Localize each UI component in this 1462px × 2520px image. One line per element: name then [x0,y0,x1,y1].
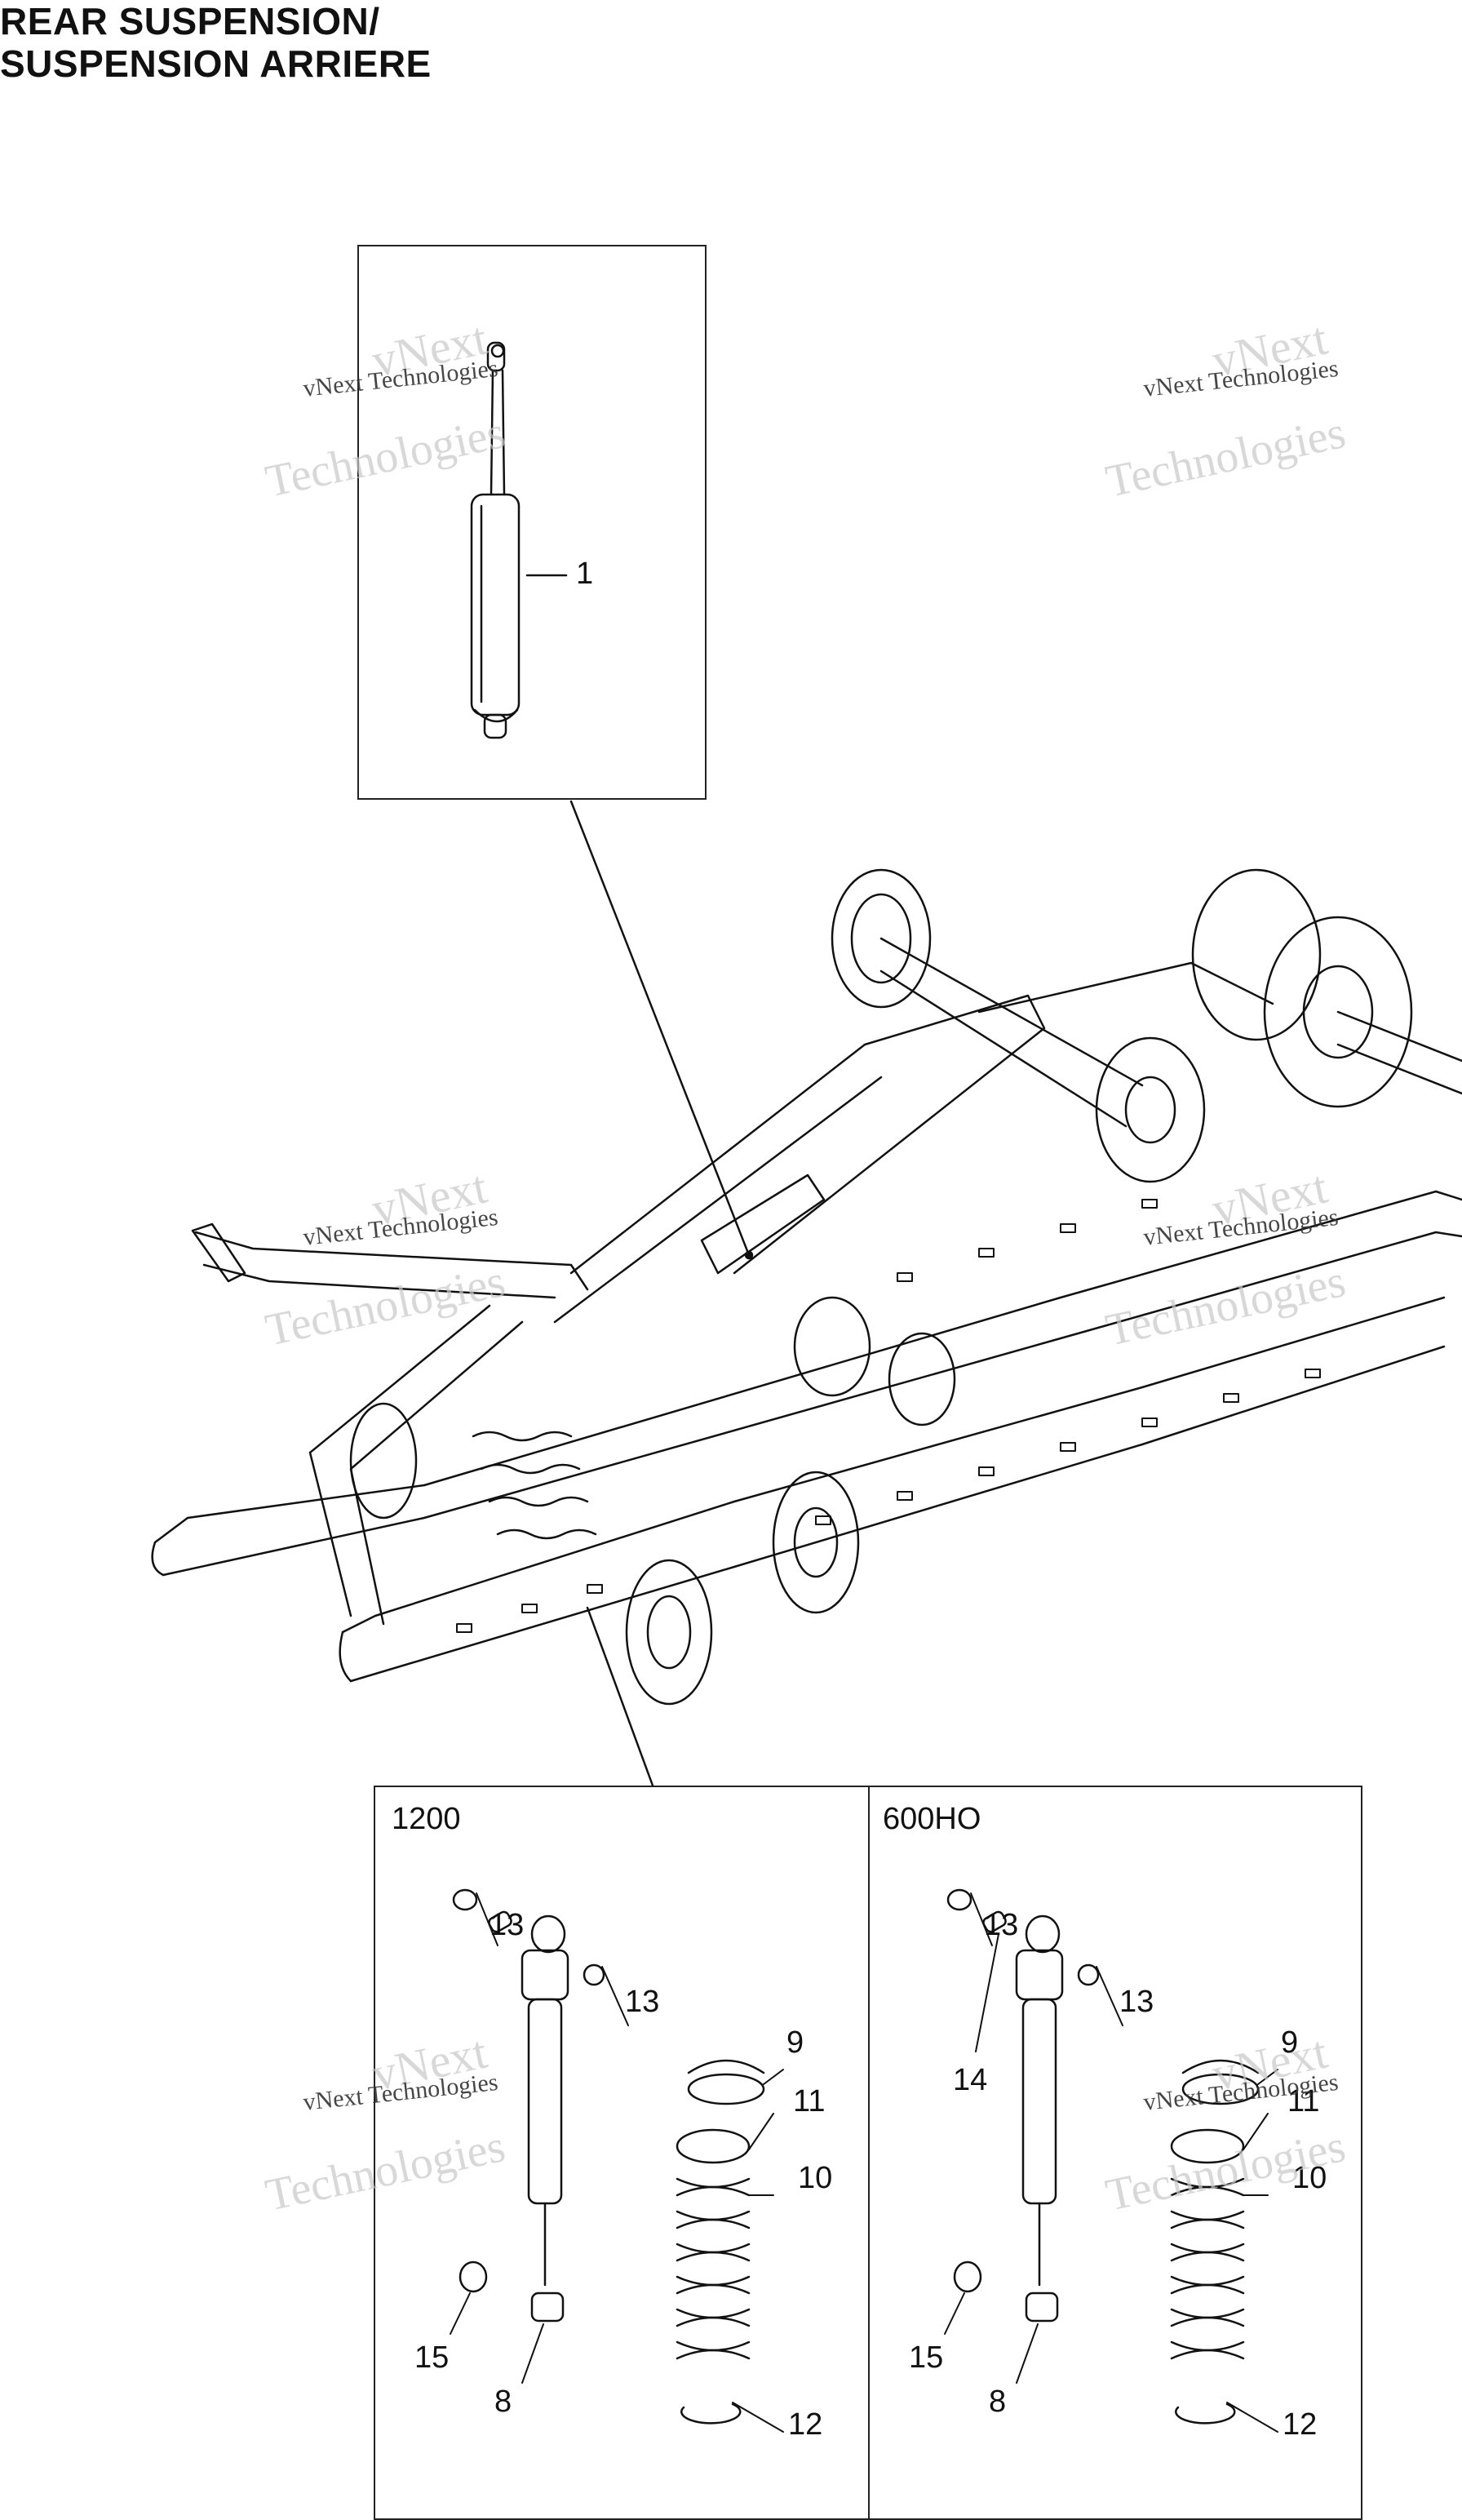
callout-600ho-14: 14 [953,2063,988,2097]
callout-600ho-10: 10 [1292,2161,1327,2195]
variant-600ho-leaders [944,1892,1278,2433]
shock-absorber-part-1 [470,341,521,739]
callout-1200-8: 8 [494,2385,512,2419]
variant-label-1200: 1200 [392,1802,461,1836]
callout-1200-10: 10 [798,2161,833,2195]
variant-1200-leaders [450,1892,784,2433]
callout-1200-9: 9 [786,2025,804,2060]
callout-600ho-13a: 13 [984,1908,1019,1942]
callout-600ho-11: 11 [1287,2084,1320,2118]
leader-spring-to-frame [586,1606,654,1787]
variant-600ho-parts [946,1888,1260,2425]
callout-600ho-15: 15 [909,2340,944,2375]
variant-label-600ho: 600HO [883,1802,981,1836]
callout-1200-12: 12 [788,2407,823,2442]
callout-600ho-8: 8 [989,2385,1007,2419]
variant-1200-parts [452,1888,765,2425]
callout-600ho-13b: 13 [1119,1985,1154,2019]
title-line-2: SUSPENSION ARRIERE [0,42,432,85]
rear-suspension-frame [151,961,1462,1683]
callout-1200-13a: 13 [490,1908,525,1942]
leader-shock-to-frame [569,800,751,1257]
callout-1: 1 [576,557,594,591]
callout-1200-13b: 13 [625,1985,660,2019]
callout-600ho-12: 12 [1283,2407,1318,2442]
callout-600ho-9: 9 [1281,2025,1299,2060]
idler-wheels [349,868,1462,1706]
callout-1200-15: 15 [414,2340,450,2375]
page-title: REAR SUSPENSION/ SUSPENSION ARRIERE [0,0,432,85]
title-line-1: REAR SUSPENSION/ [0,0,380,42]
shock-detail-box [357,245,707,800]
callout-1200-11: 11 [793,2084,826,2118]
